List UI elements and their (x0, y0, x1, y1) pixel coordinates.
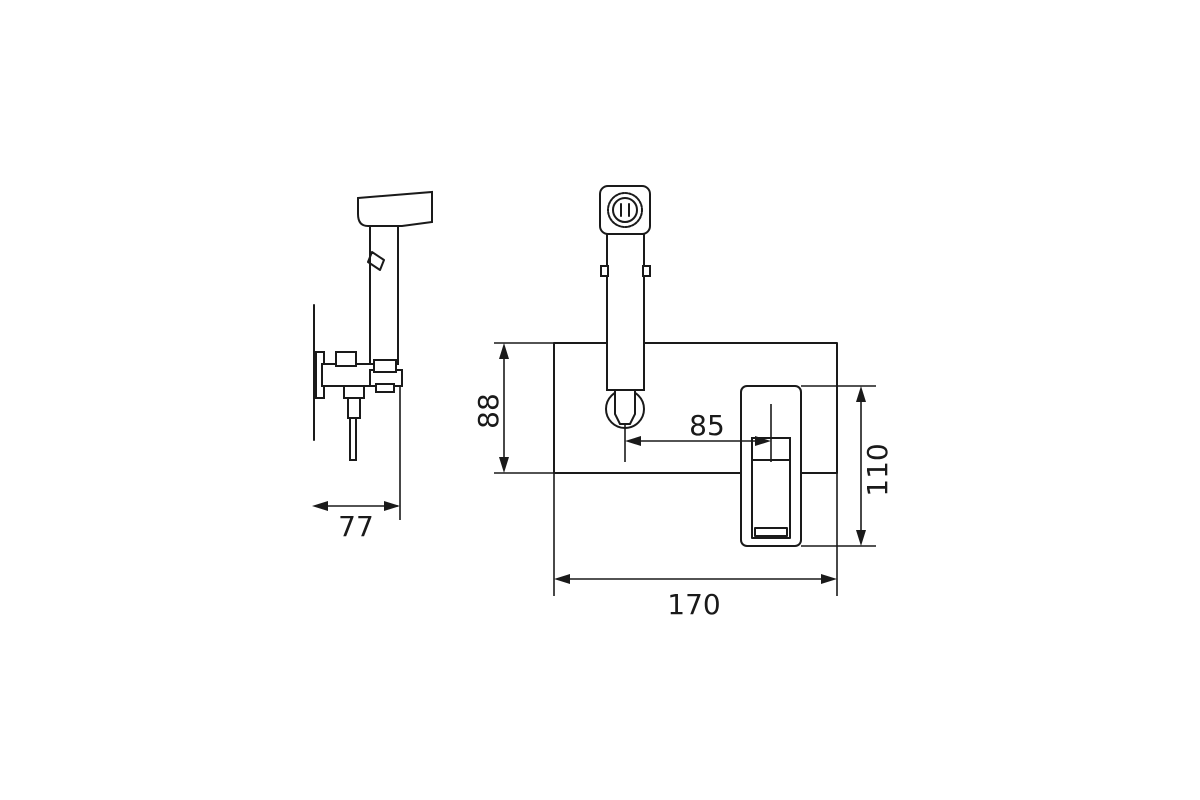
front-mixer-inner-bottom (754, 527, 788, 537)
side-hose-nut (343, 385, 365, 399)
dim-85-arrow-right (755, 436, 771, 446)
front-shower-handle (606, 233, 645, 391)
front-trigger-right (642, 265, 651, 277)
side-trigger (367, 251, 385, 271)
front-spray-inner (612, 197, 638, 223)
front-wall-plate (553, 342, 838, 474)
side-shower-base (373, 359, 397, 373)
dim-170-arrow-right (821, 574, 837, 584)
front-hose-connector (614, 389, 636, 425)
dim-88-arrow-top (499, 343, 509, 359)
side-shower-handle (369, 223, 399, 365)
side-hose (349, 417, 357, 461)
dim-88-label: 88 (472, 393, 505, 429)
side-view: 77 (312, 190, 433, 543)
dim-170-arrow-left (554, 574, 570, 584)
side-top-nut (335, 351, 357, 367)
dim-170-label: 170 (667, 588, 720, 621)
dim-77-label: 77 (338, 510, 374, 543)
dim-88-arrow-bottom (499, 457, 509, 473)
side-hose-fitting (347, 397, 361, 419)
dim-110-arrow-top (856, 386, 866, 402)
dim-110-arrow-bottom (856, 530, 866, 546)
front-spray-face (607, 192, 643, 228)
dim-85-arrow-left (625, 436, 641, 446)
side-holder-clip (375, 383, 395, 393)
dim-85-label: 85 (689, 409, 725, 442)
side-shower-head (357, 190, 433, 227)
front-trigger-left (600, 265, 609, 277)
dim-77-arrow-left (312, 501, 328, 511)
front-view: 88 85 110 170 (472, 185, 894, 621)
dim-110-label: 110 (861, 443, 894, 496)
front-mixer-body (740, 385, 802, 547)
dim-77-arrow-right (384, 501, 400, 511)
